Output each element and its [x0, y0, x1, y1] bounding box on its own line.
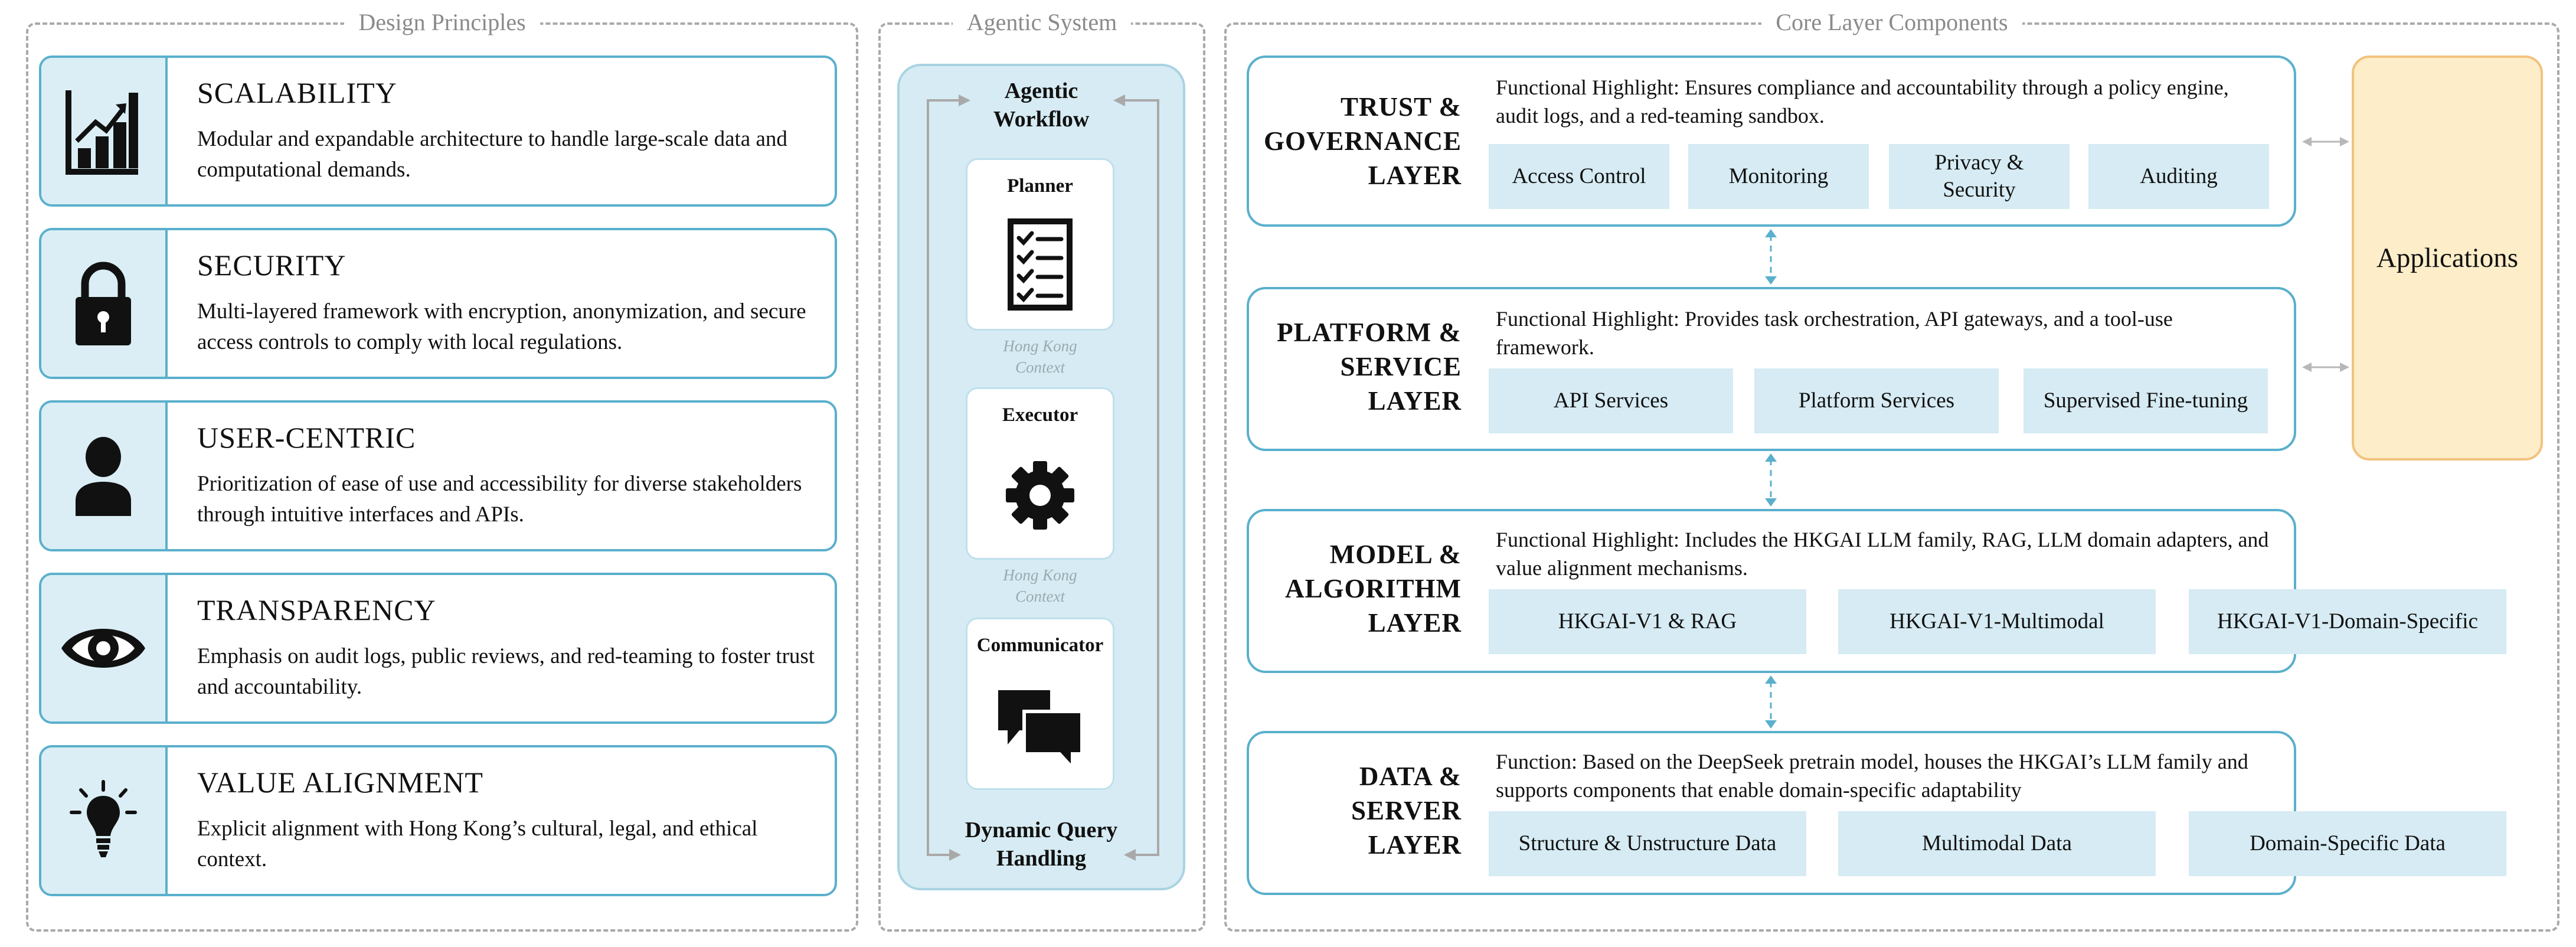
principle-description: Explicit alignment with Hong Kong’s cult…	[197, 817, 758, 871]
eye-icon	[61, 629, 145, 668]
principle-description: Emphasis on audit logs, public reviews, …	[197, 644, 815, 699]
communicator-label: Communicator	[976, 635, 1104, 656]
component-platform-services: Platform Services	[1754, 368, 1999, 433]
arrowhead	[1765, 453, 1777, 462]
checklist-icon	[1008, 218, 1073, 311]
chat-bubbles-icon	[998, 690, 1084, 770]
workflow-loop-line	[1125, 99, 1159, 856]
arrowhead	[1765, 498, 1777, 507]
principle-description: Multi-layered framework with encryption,…	[197, 299, 806, 354]
user-icon	[76, 437, 131, 516]
communicator-box: Communicator	[966, 618, 1114, 790]
agentic-system-panel: Agentic System	[878, 9, 1205, 932]
bar-chart-growth-icon	[66, 90, 138, 175]
principle-card-security: SECURITY Multi-layered framework with en…	[39, 228, 837, 379]
component-multimodal-data: Multimodal Data	[1838, 811, 2156, 876]
platform-service-layer: PLATFORM & SERVICE LAYER Functional High…	[1247, 287, 2296, 451]
component-access-control: Access Control	[1489, 144, 1669, 209]
hong-kong-context-label: Hong Kong Context	[1003, 566, 1077, 605]
component-hkgai-v1-rag: HKGAI-V1 & RAG	[1489, 589, 1806, 654]
layer-name: DATA & SERVER LAYER	[1351, 762, 1462, 860]
data-server-layer: DATA & SERVER LAYER Function: Based on t…	[1247, 731, 2506, 895]
agentic-system-title: Agentic System	[952, 9, 1132, 35]
component-domain-specific-data: Domain-Specific Data	[2189, 811, 2506, 876]
executor-label: Executor	[1002, 404, 1078, 426]
principle-description: Modular and expandable architecture to h…	[197, 127, 787, 182]
arrowhead	[2302, 137, 2312, 146]
workflow-loop-line	[927, 99, 959, 856]
model-algorithm-layer: MODEL & ALGORITHM LAYER Functional Highl…	[1247, 509, 2506, 673]
arrowhead	[949, 849, 961, 861]
applications-label: Applications	[2376, 243, 2519, 273]
agentic-workflow-label: Agentic Workflow	[993, 79, 1090, 132]
principle-title: SCALABILITY	[197, 76, 397, 109]
core-layer-title: Core Layer Components	[1761, 9, 2022, 35]
component-api-services: API Services	[1489, 368, 1733, 433]
principle-card-value-alignment: VALUE ALIGNMENT Explicit alignment with …	[39, 745, 837, 896]
principle-title: SECURITY	[197, 249, 346, 282]
component-hkgai-v1-multimodal: HKGAI-V1-Multimodal	[1838, 589, 2156, 654]
arrowhead	[1765, 276, 1777, 285]
principle-title: VALUE ALIGNMENT	[197, 766, 483, 799]
arrowhead	[2340, 363, 2349, 372]
principle-card-user-centric: USER-CENTRIC Prioritization of ease of u…	[39, 400, 837, 551]
layer-highlight: Functional Highlight: Includes the HKGAI…	[1496, 528, 2269, 580]
principle-card-transparency: TRANSPARENCY Emphasis on audit logs, pub…	[39, 573, 837, 724]
dynamic-query-handling-label: Dynamic Query Handling	[965, 818, 1118, 871]
gear-icon	[1006, 461, 1074, 530]
hong-kong-context-label: Hong Kong Context	[1003, 337, 1077, 376]
arrowhead	[1765, 675, 1777, 684]
planner-label: Planner	[1007, 175, 1073, 197]
principle-title: TRANSPARENCY	[197, 593, 436, 626]
applications-box: Applications	[2352, 55, 2543, 461]
planner-box: Planner	[966, 158, 1114, 331]
principle-description: Prioritization of ease of use and access…	[197, 472, 802, 527]
executor-box: Executor	[966, 387, 1114, 560]
layer-name: MODEL & ALGORITHM LAYER	[1284, 540, 1462, 638]
arrowhead	[2340, 137, 2349, 146]
arrowhead	[959, 94, 970, 106]
layer-highlight: Functional Highlight: Provides task orch…	[1496, 307, 2173, 359]
component-hkgai-v1-domain-specific: HKGAI-V1-Domain-Specific	[2189, 589, 2506, 654]
component-monitoring: Monitoring	[1688, 144, 1869, 209]
component-auditing: Auditing	[2088, 144, 2269, 209]
trust-governance-layer: TRUST & GOVERNANCE LAYER Functional High…	[1247, 55, 2296, 227]
arrowhead	[1113, 94, 1125, 106]
lightbulb-icon	[70, 780, 137, 857]
padlock-icon	[76, 262, 131, 345]
component-privacy-security: Privacy & Security	[1889, 144, 2070, 209]
arrowhead	[1765, 229, 1777, 237]
arrowhead	[2302, 363, 2312, 372]
layer-highlight: Functional Highlight: Ensures compliance…	[1496, 76, 2229, 128]
principle-card-scalability: SCALABILITY Modular and expandable archi…	[39, 55, 837, 207]
design-principles-title: Design Principles	[344, 9, 540, 35]
layer-name: TRUST & GOVERNANCE LAYER	[1263, 92, 1462, 190]
core-layer-panel: Core Layer Components	[1224, 9, 2559, 932]
layer-highlight: Function: Based on the DeepSeek pretrain…	[1496, 750, 2248, 802]
component-supervised-fine-tuning: Supervised Fine-tuning	[2023, 368, 2268, 433]
component-structure-unstructure-data: Structure & Unstructure Data	[1489, 811, 1806, 876]
layer-name: PLATFORM & SERVICE LAYER	[1277, 318, 1462, 416]
principle-title: USER-CENTRIC	[197, 421, 416, 454]
arrowhead	[1765, 720, 1777, 729]
design-principles-panel: Design Principles	[26, 9, 858, 932]
arrowhead	[1124, 849, 1136, 861]
